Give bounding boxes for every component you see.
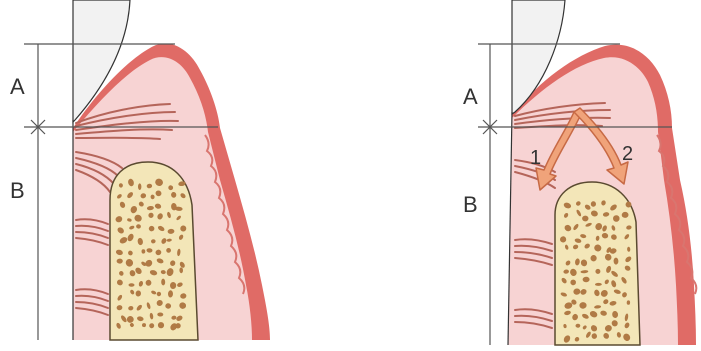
left-bone xyxy=(110,162,198,340)
right-label-a: A xyxy=(463,84,478,109)
bone-pore xyxy=(138,183,141,190)
right-panel: A B 1 2 xyxy=(463,0,696,345)
left-label-a: A xyxy=(10,74,25,99)
left-label-b: B xyxy=(10,178,25,203)
arrow-2-label: 2 xyxy=(622,143,633,165)
arrow-1-label: 1 xyxy=(530,147,541,169)
left-panel: A B xyxy=(10,0,270,340)
right-label-b: B xyxy=(463,192,478,217)
bone-pore xyxy=(129,283,135,286)
